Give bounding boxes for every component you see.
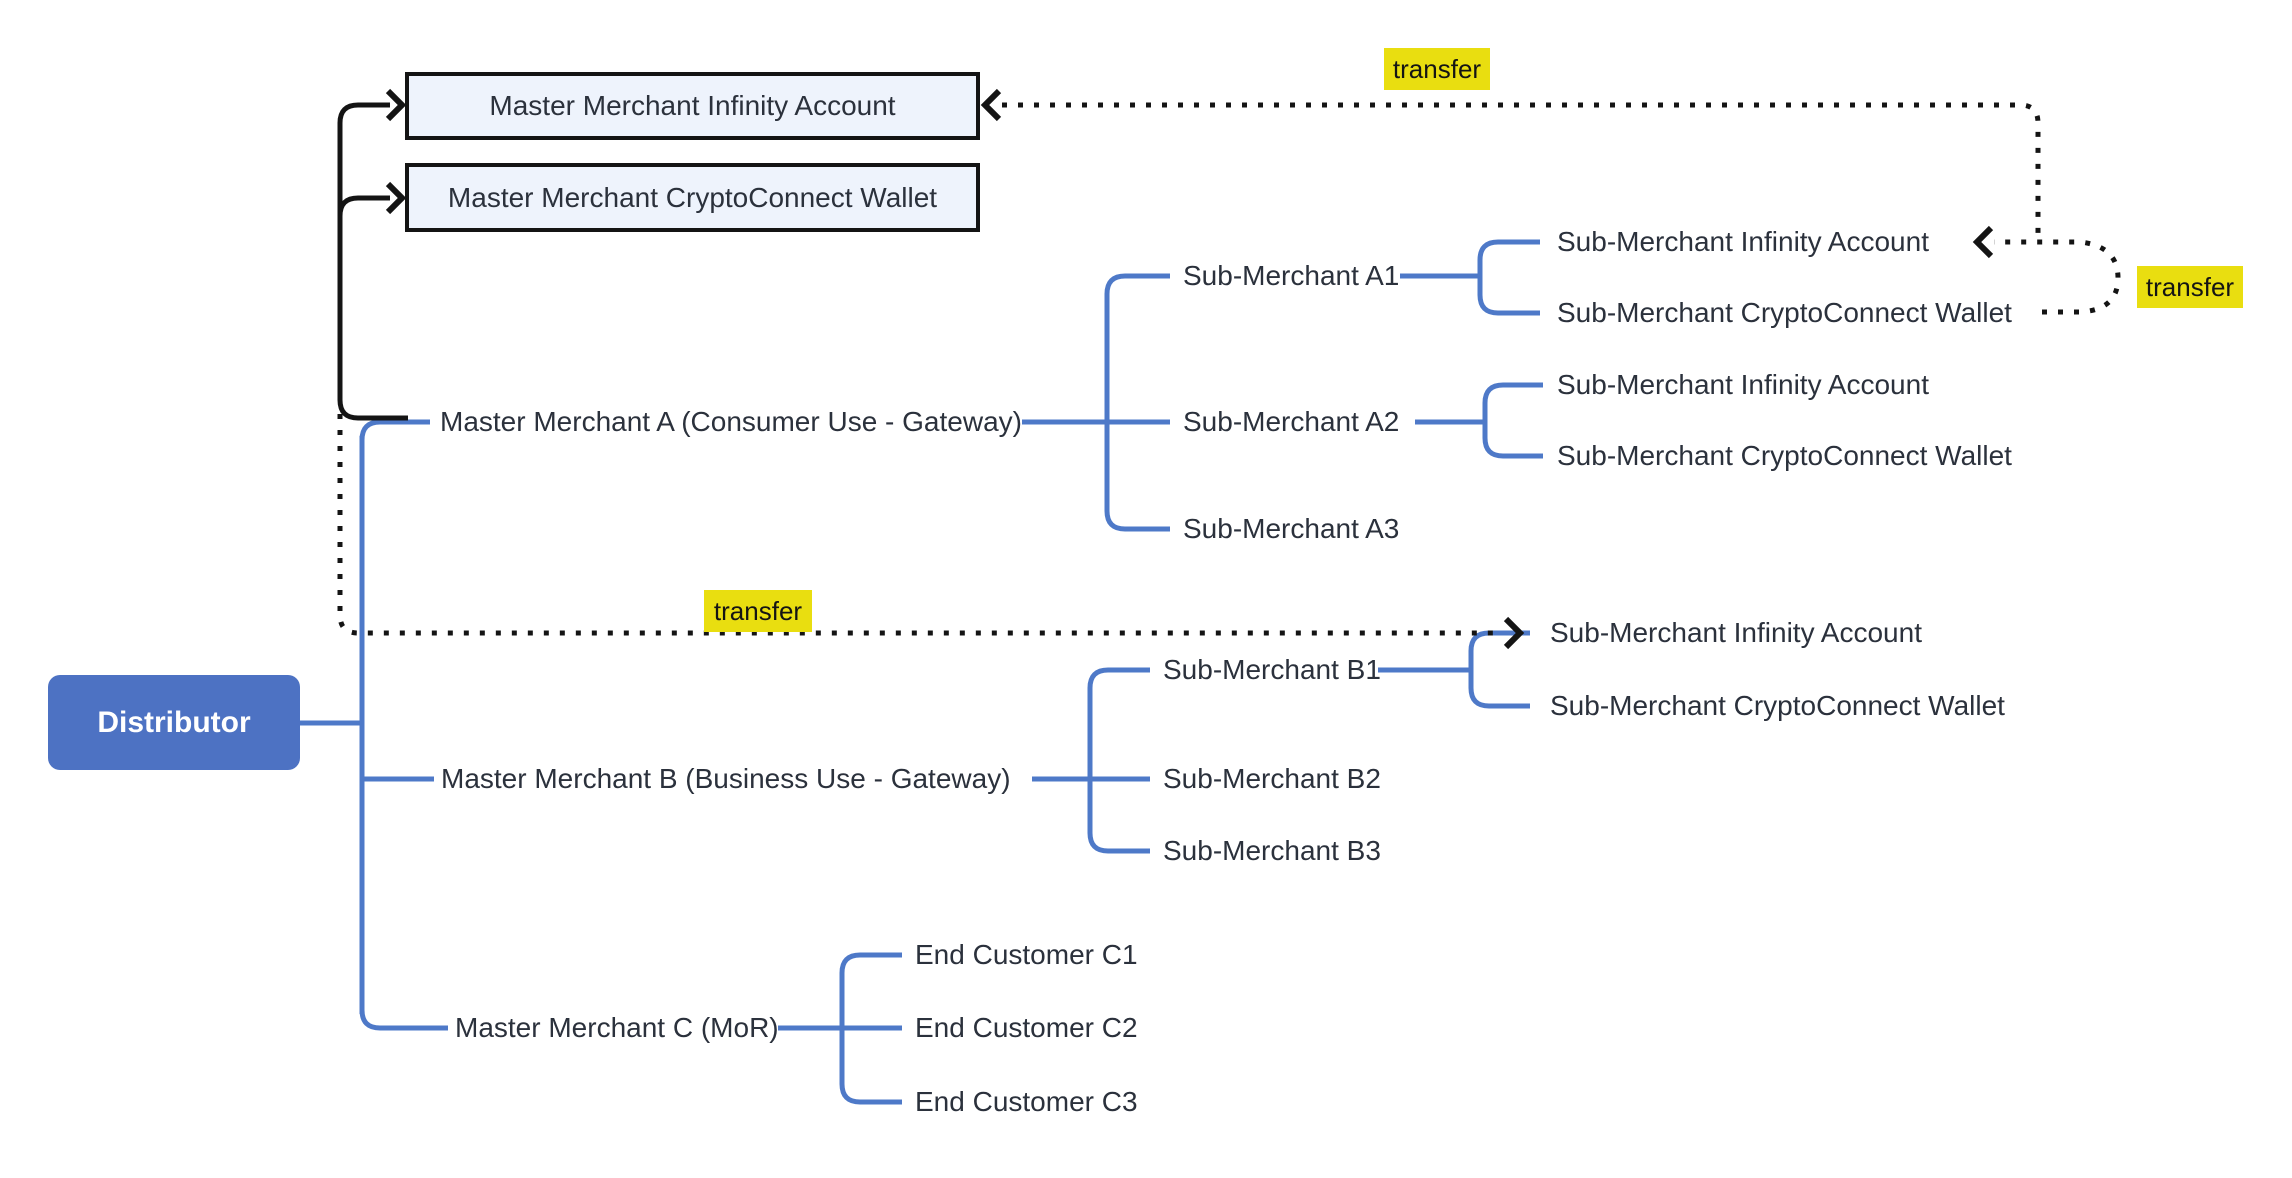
arrow-into-b1-infinity-icon (1503, 616, 1525, 650)
a1-cryptoconnect-wallet-node: Sub-Merchant CryptoConnect Wallet (1557, 297, 2012, 328)
end-customer-c3-node: End Customer C3 (915, 1086, 1138, 1117)
branch-c-connector (359, 1009, 448, 1031)
a2-cryptoconnect-wallet-node: Sub-Merchant CryptoConnect Wallet (1557, 440, 2012, 471)
a1-accounts-bracket (1477, 239, 1540, 316)
arrow-into-master-infinity-icon (385, 88, 407, 122)
transfer-label-mid: transfer (704, 590, 812, 632)
mm-c-children-bracket (839, 952, 902, 1105)
sub-merchant-b2-node: Sub-Merchant B2 (1163, 763, 1381, 794)
mma-to-master-wallet-line (337, 195, 390, 217)
mma-to-master-accounts-line (337, 102, 408, 421)
mm-b-children-bracket (1087, 667, 1150, 854)
sub-merchant-b1-node: Sub-Merchant B1 (1163, 654, 1381, 685)
b1-infinity-account-node: Sub-Merchant Infinity Account (1550, 617, 1922, 648)
master-merchant-b-node: Master Merchant B (Business Use - Gatewa… (441, 763, 1011, 794)
sub-merchant-b3-node: Sub-Merchant B3 (1163, 835, 1381, 866)
b1-cryptoconnect-wallet-node: Sub-Merchant CryptoConnect Wallet (1550, 690, 2005, 721)
arrow-into-master-wallet-icon (385, 181, 407, 215)
a2-infinity-account-node: Sub-Merchant Infinity Account (1557, 369, 1929, 400)
master-merchant-a-node: Master Merchant A (Consumer Use - Gatewa… (440, 406, 1022, 437)
master-merchant-c-node: Master Merchant C (MoR) (455, 1012, 779, 1043)
master-cryptoconnect-wallet-box: Master Merchant CryptoConnect Wallet (405, 163, 980, 232)
b1-accounts-bracket (1468, 630, 1530, 709)
transfer-a1-wallet-to-infinity-line (1994, 239, 2121, 315)
sub-merchant-a1-node: Sub-Merchant A1 (1183, 260, 1400, 291)
a1-infinity-account-node: Sub-Merchant Infinity Account (1557, 226, 1929, 257)
mm-a-children-bracket (1104, 273, 1170, 532)
end-customer-c1-node: End Customer C1 (915, 939, 1138, 970)
transfer-label-right: transfer (2137, 266, 2243, 308)
transfer-label-top: transfer (1384, 48, 1490, 90)
arrow-dotted-into-master-infinity-icon (980, 88, 1002, 122)
arrow-into-a1-infinity-icon (1972, 225, 1994, 259)
a2-accounts-bracket (1482, 382, 1543, 459)
end-customer-c2-node: End Customer C2 (915, 1012, 1138, 1043)
transfer-up-to-master-infinity-line (1002, 102, 2041, 234)
sub-merchant-a3-node: Sub-Merchant A3 (1183, 513, 1400, 544)
trunk-branch-a-connector (359, 419, 430, 441)
sub-merchant-a2-node: Sub-Merchant A2 (1183, 406, 1400, 437)
master-infinity-account-box: Master Merchant Infinity Account (405, 72, 980, 140)
distributor-node: Distributor (48, 675, 300, 770)
